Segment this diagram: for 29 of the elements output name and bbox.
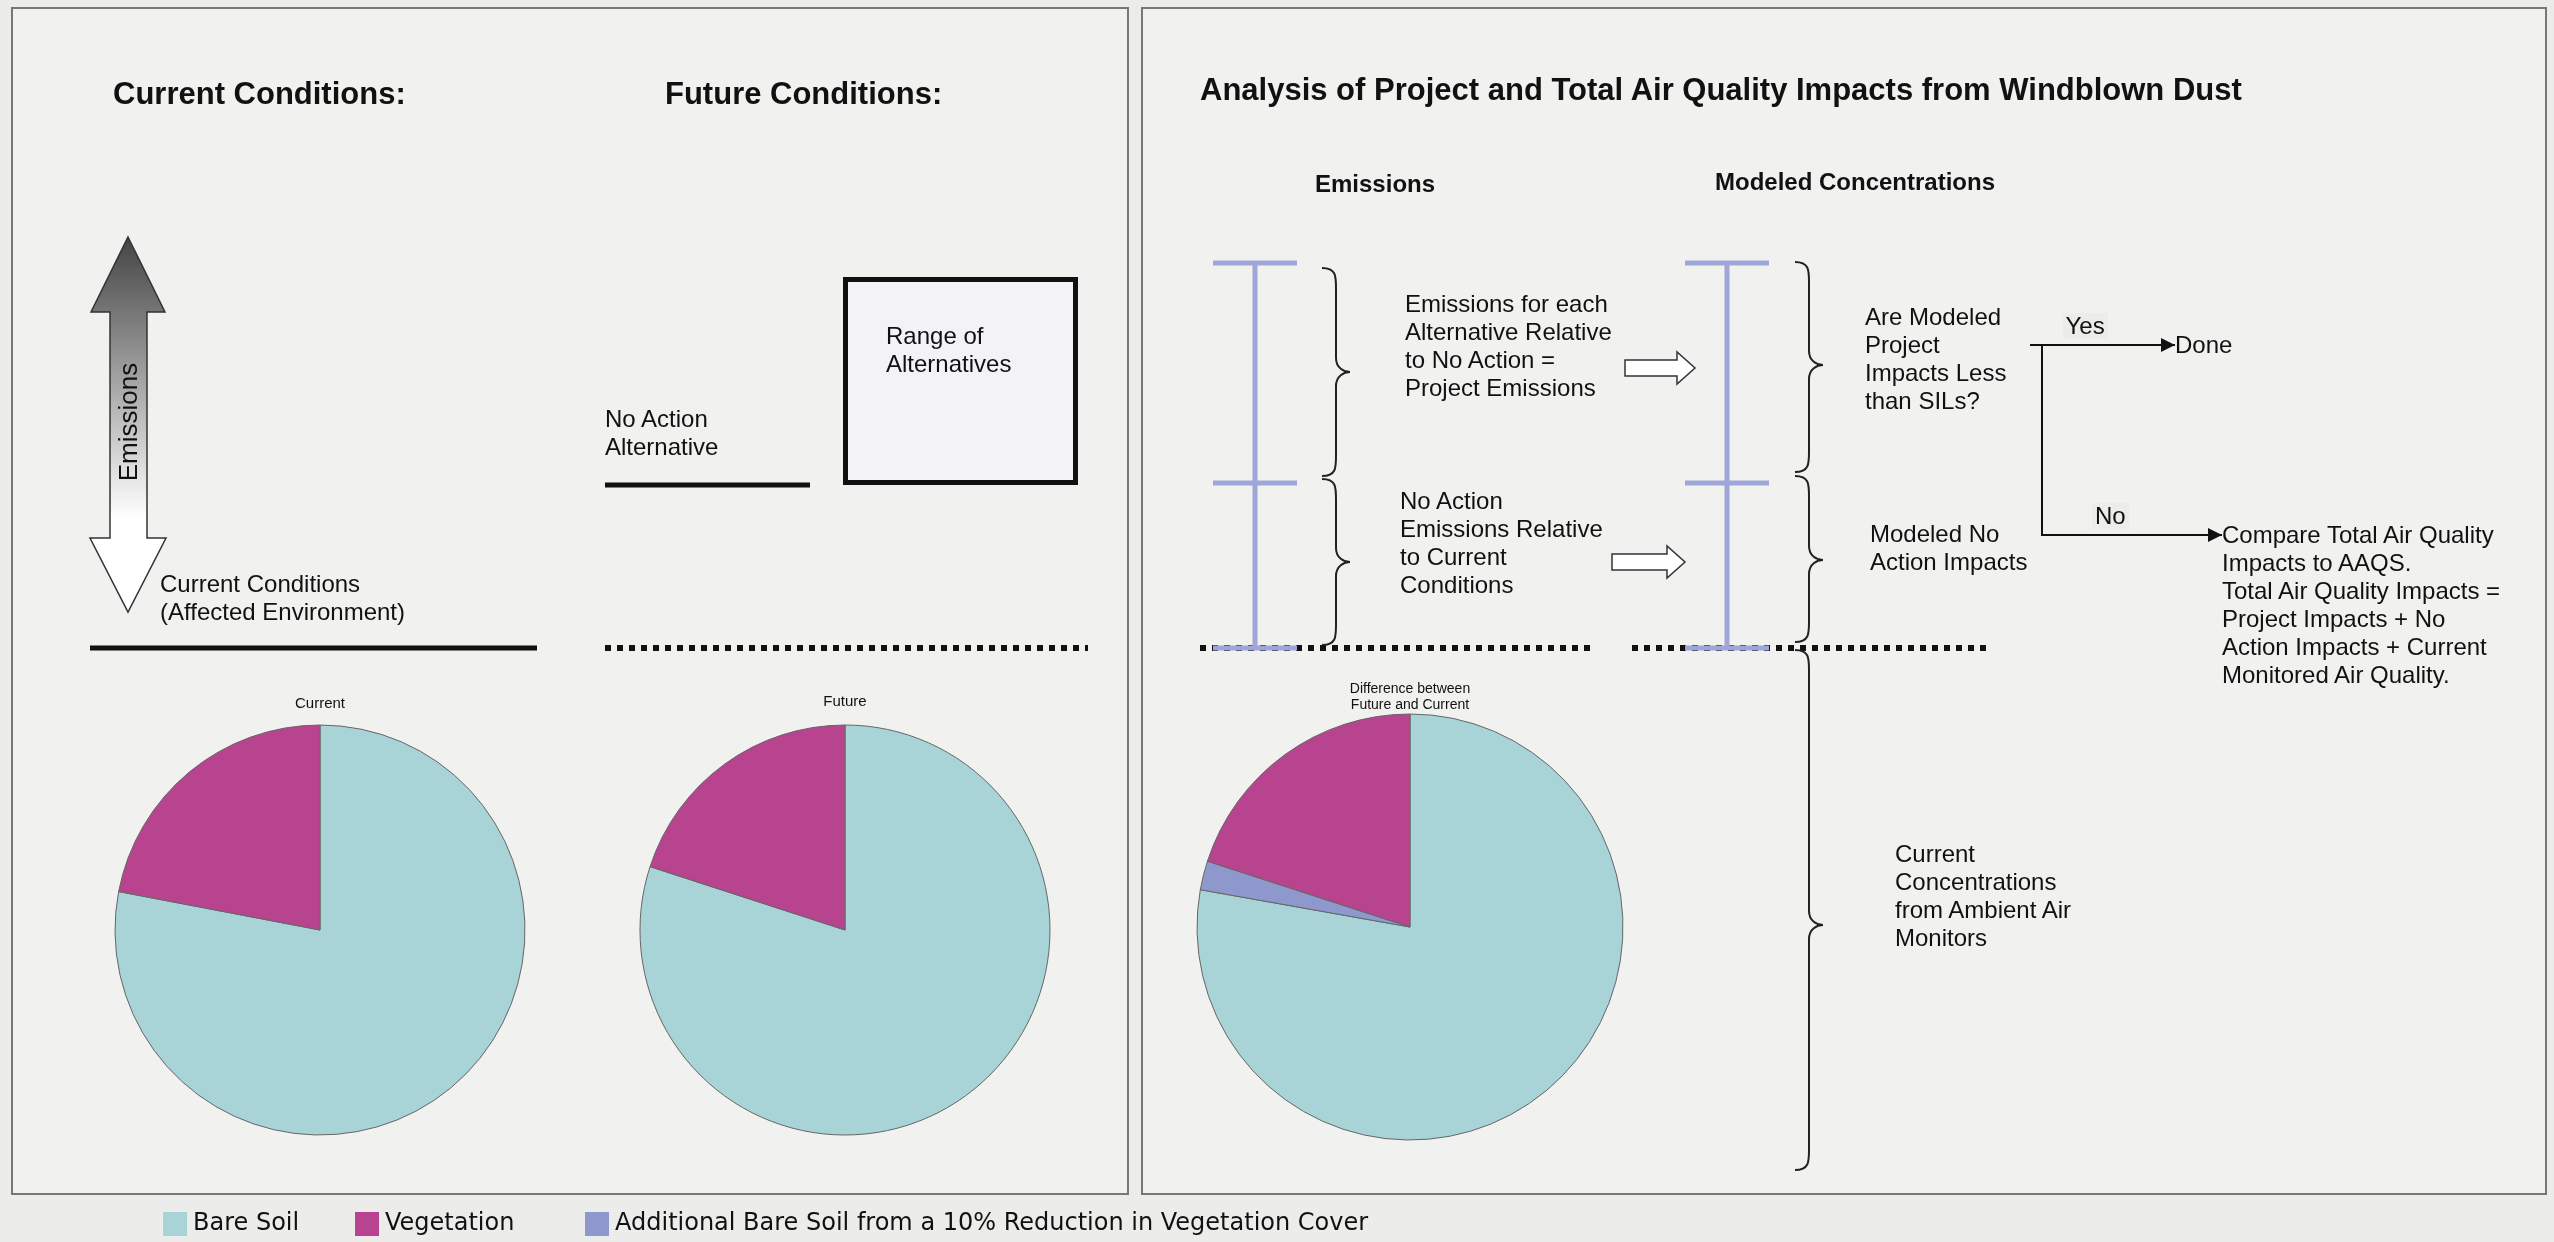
legend-label: Vegetation (385, 1208, 515, 1236)
line-label: Current Conditions (Affected Environment) (160, 570, 406, 626)
block-arrow (1611, 544, 1687, 580)
range-box (843, 277, 1078, 485)
heading: Future Conditions: (665, 76, 943, 112)
line-label: No Action Alternative (605, 405, 720, 461)
legend-label: Additional Bare Soil from a 10% Reduction in Vegetation Cover (615, 1208, 1369, 1236)
block-arrow (1624, 350, 1697, 386)
node-text: Done (2175, 331, 2234, 359)
node-text: Range of Alternatives (886, 322, 1013, 378)
chart-title: Difference between Future and Current (1348, 680, 1472, 712)
node-text: Compare Total Air Quality Impacts to AAQS. (2222, 521, 2495, 577)
edge-label: No (2092, 503, 2129, 529)
column-heading: Modeled Concentrations (1715, 168, 1996, 196)
node-text: Emissions for each Alternative Relative to No Action = Project Emissions (1405, 290, 1613, 402)
edge-label: Yes (2062, 313, 2108, 339)
node-text: Total Air Quality Impacts = Project Impacts + No Action Impacts + Current Monitored Air Quality. (2222, 577, 2502, 689)
chart-title: Future (822, 692, 868, 710)
column-heading: Emissions (1315, 170, 1436, 198)
title: Analysis of Project and Total Air Quality Impacts from Windblown Dust (1200, 72, 2242, 108)
heading: Current Conditions: (113, 76, 406, 112)
node-text: Are Modeled Project Impacts Less than SILs? (1865, 303, 2008, 415)
legend-label: Bare Soil (193, 1208, 300, 1236)
node-text: Modeled No Action Impacts (1870, 520, 2029, 576)
chart-title: Current (294, 694, 346, 712)
arrow (2029, 344, 2223, 542)
node-text: No Action Emissions Relative to Current Conditions (1400, 487, 1604, 599)
axis-label: Emissions (114, 362, 142, 482)
node-text: Current Concentrations from Ambient Air Monitors (1895, 840, 2073, 952)
